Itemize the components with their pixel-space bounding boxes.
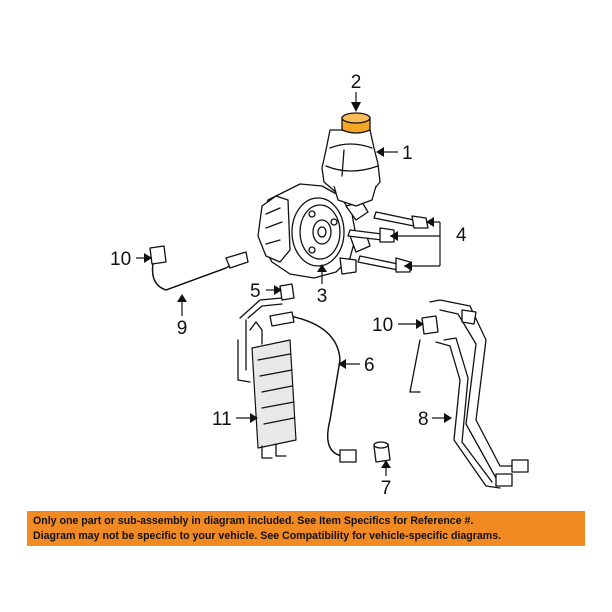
disclaimer-banner: Only one part or sub-assembly in diagram…	[27, 511, 585, 546]
pressure-hose-9	[149, 245, 249, 291]
callout-10-right: 10	[372, 315, 393, 336]
callout-3: 3	[317, 286, 328, 307]
callout-11: 11	[212, 409, 232, 430]
callout-6: 6	[364, 355, 375, 376]
leader-lines	[136, 92, 452, 476]
return-hose-6	[269, 311, 357, 463]
fitting-5	[279, 283, 295, 301]
callout-4: 4	[456, 225, 467, 246]
reservoir	[321, 129, 381, 207]
disclaimer-line-1: Only one part or sub-assembly in diagram…	[33, 515, 474, 527]
callout-1: 1	[402, 143, 413, 164]
callout-numbers: 2 1 3 4 10 9 5 6 7 10 8 11	[110, 72, 467, 499]
callout-8: 8	[418, 409, 429, 430]
callout-5: 5	[250, 281, 261, 302]
hose-assembly-8	[409, 299, 529, 489]
mounting-bolts	[347, 211, 429, 273]
disclaimer-line-2: Diagram may not be specific to your vehi…	[33, 530, 502, 542]
reservoir-cap	[341, 112, 371, 134]
power-steering-pump	[257, 183, 371, 279]
fitting-7	[373, 441, 391, 463]
callout-10-left: 10	[110, 249, 131, 270]
oil-cooler	[237, 297, 297, 459]
callout-9: 9	[177, 318, 188, 339]
callout-2: 2	[351, 72, 362, 93]
callout-7: 7	[381, 478, 392, 499]
